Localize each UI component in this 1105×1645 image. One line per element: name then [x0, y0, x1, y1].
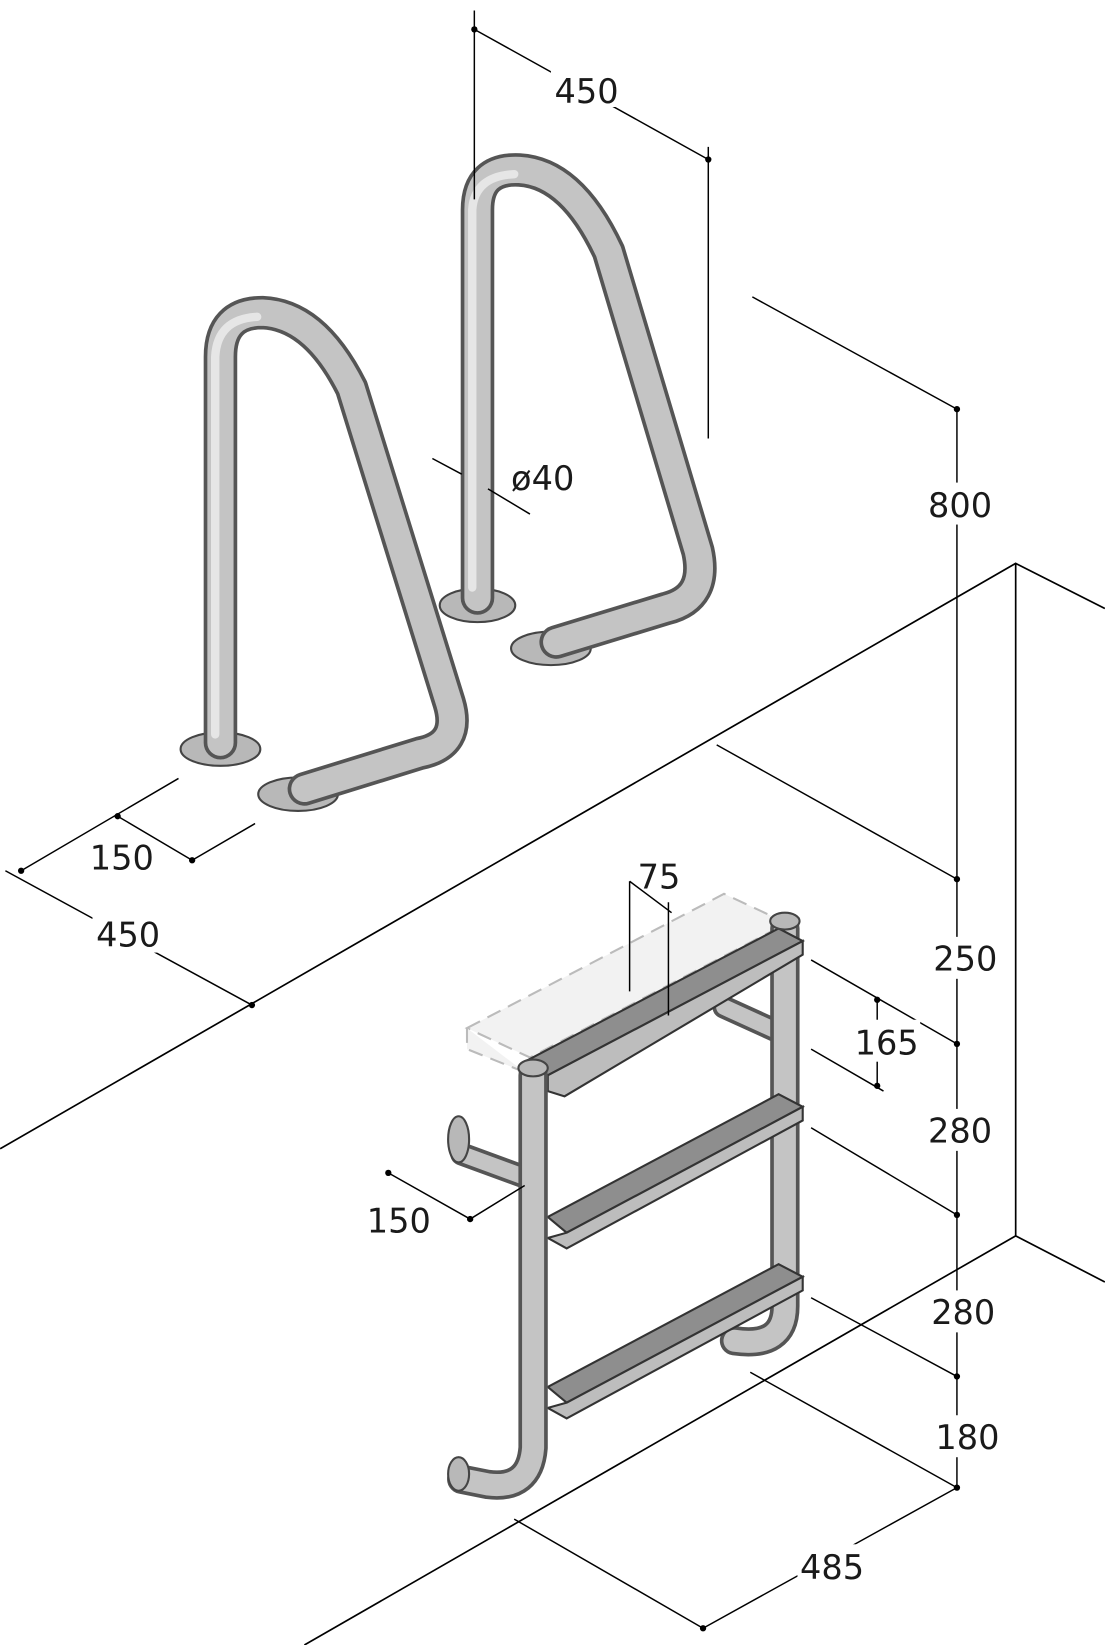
label-wall-distance: 150 — [367, 1202, 431, 1241]
label-step-depth: 165 — [855, 1023, 919, 1062]
label-bottom-clearance: 180 — [935, 1418, 999, 1457]
label-step-spacing-1: 280 — [928, 1111, 992, 1150]
label-rail-depth: 450 — [96, 915, 160, 954]
handrail-left — [179, 295, 469, 813]
label-tube-diameter: ø40 — [511, 459, 574, 498]
label-step-spacing-2: 280 — [931, 1293, 995, 1332]
label-ladder-width: 485 — [800, 1548, 864, 1587]
label-top-width: 450 — [555, 72, 619, 111]
label-rail-height: 800 — [928, 486, 992, 525]
pool-edge — [0, 562, 1105, 1645]
label-step-offset: 75 — [638, 858, 681, 897]
label-rail-spacing: 150 — [90, 839, 154, 878]
ladder — [447, 892, 805, 1500]
handrail-right — [438, 153, 717, 667]
label-first-step-drop: 250 — [933, 939, 997, 978]
dimension-labels: 450 ø40 800 150 450 75 250 165 280 150 2… — [90, 65, 1001, 1587]
